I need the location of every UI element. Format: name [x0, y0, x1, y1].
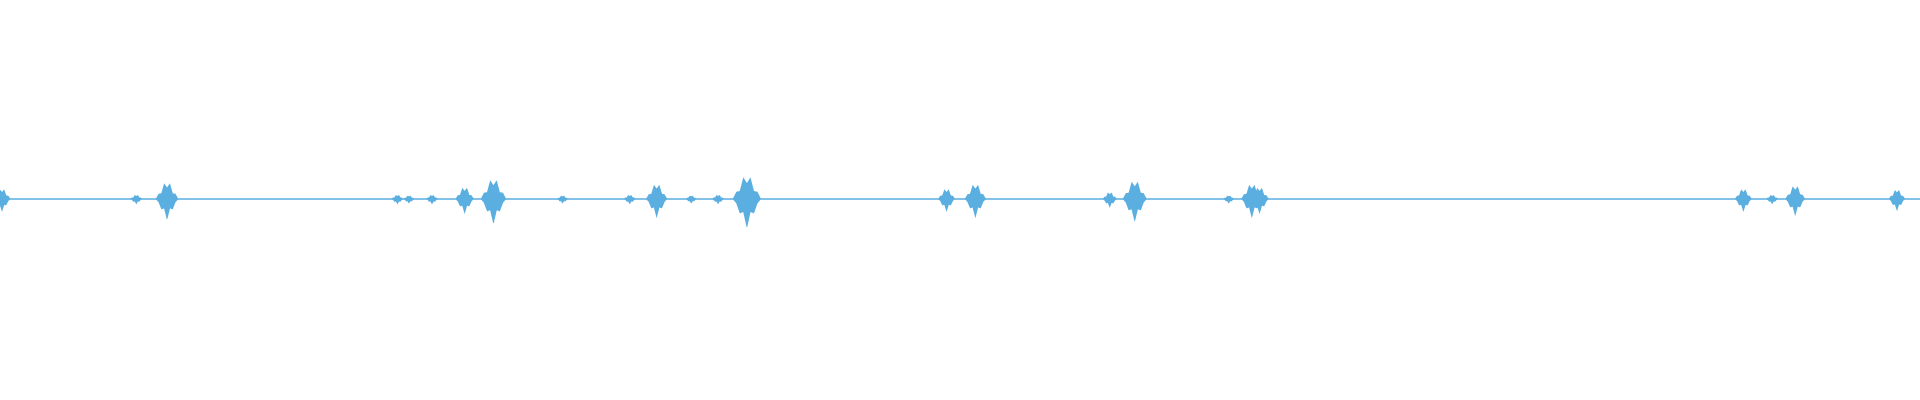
waveform-burst [1765, 194, 1779, 205]
waveform-burst [1250, 187, 1269, 215]
waveform-burst [455, 187, 474, 215]
waveform-burst [1222, 195, 1235, 204]
waveform-burst [425, 194, 439, 205]
waveform-burst [645, 184, 668, 219]
waveform-burst [391, 194, 404, 205]
waveform-burst [480, 180, 507, 224]
waveform-burst [402, 195, 415, 204]
waveform-burst [964, 184, 987, 219]
waveform-burst [623, 194, 636, 205]
waveform-burst [0, 189, 11, 213]
waveform-burst [1785, 186, 1806, 217]
waveform-burst [937, 189, 956, 213]
waveform-burst [685, 195, 698, 204]
waveform-burst [711, 194, 725, 205]
waveform-burst [1888, 190, 1906, 212]
waveform-burst [1734, 189, 1752, 213]
waveform-burst [556, 195, 569, 204]
waveform-burst [732, 177, 762, 228]
waveform-burst [1102, 192, 1118, 208]
waveform-burst [130, 194, 143, 205]
waveform-bursts [0, 177, 1906, 228]
waveform-burst [155, 183, 179, 220]
waveform-burst [1122, 181, 1147, 222]
